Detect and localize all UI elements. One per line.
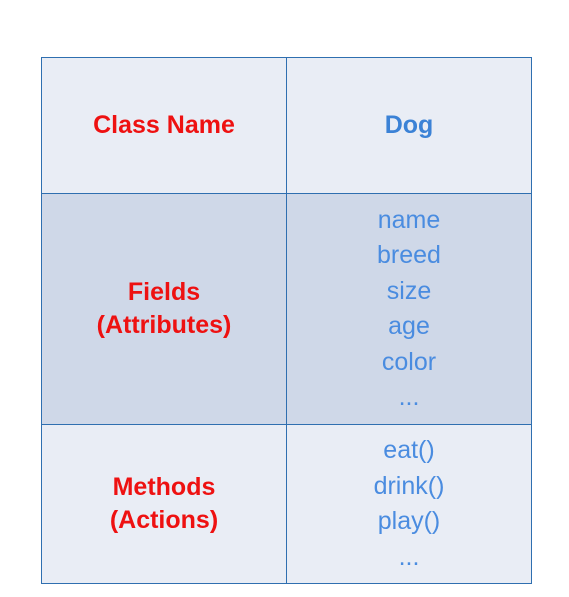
class-name-label: Class Name [93, 111, 235, 139]
field-item: age [388, 312, 430, 340]
field-item: size [386, 276, 432, 305]
class-diagram-table: Class Name Dog Fields (Attributes) name … [41, 57, 532, 584]
fields-row: Fields (Attributes) name breed size age … [41, 193, 532, 425]
class-name-row: Class Name Dog [41, 57, 532, 194]
fields-list: name breed size age color ... [287, 203, 531, 416]
class-name-value-cell: Dog [286, 57, 532, 194]
field-item: ... [398, 383, 420, 411]
field-item: breed [377, 241, 441, 269]
methods-label-line2: (Actions) [109, 506, 219, 534]
methods-label-cell: Methods (Actions) [41, 424, 287, 584]
methods-list-cell: eat() drink() play() ... [286, 424, 532, 584]
field-item: name [377, 205, 441, 234]
methods-list: eat() drink() play() ... [287, 433, 531, 575]
method-item: drink() [373, 471, 445, 500]
field-item: color [381, 347, 437, 376]
methods-row: Methods (Actions) eat() drink() play() .… [41, 424, 532, 584]
fields-label-cell: Fields (Attributes) [41, 193, 287, 425]
fields-label-line2: (Attributes) [96, 311, 232, 339]
method-item: ... [398, 542, 420, 571]
class-name-label-cell: Class Name [41, 57, 287, 194]
methods-label-line1: Methods [112, 473, 216, 501]
fields-list-cell: name breed size age color ... [286, 193, 532, 425]
method-item: play() [377, 507, 441, 535]
method-item: eat() [383, 436, 435, 464]
fields-label-line1: Fields [127, 278, 201, 306]
class-name-value: Dog [384, 111, 434, 139]
